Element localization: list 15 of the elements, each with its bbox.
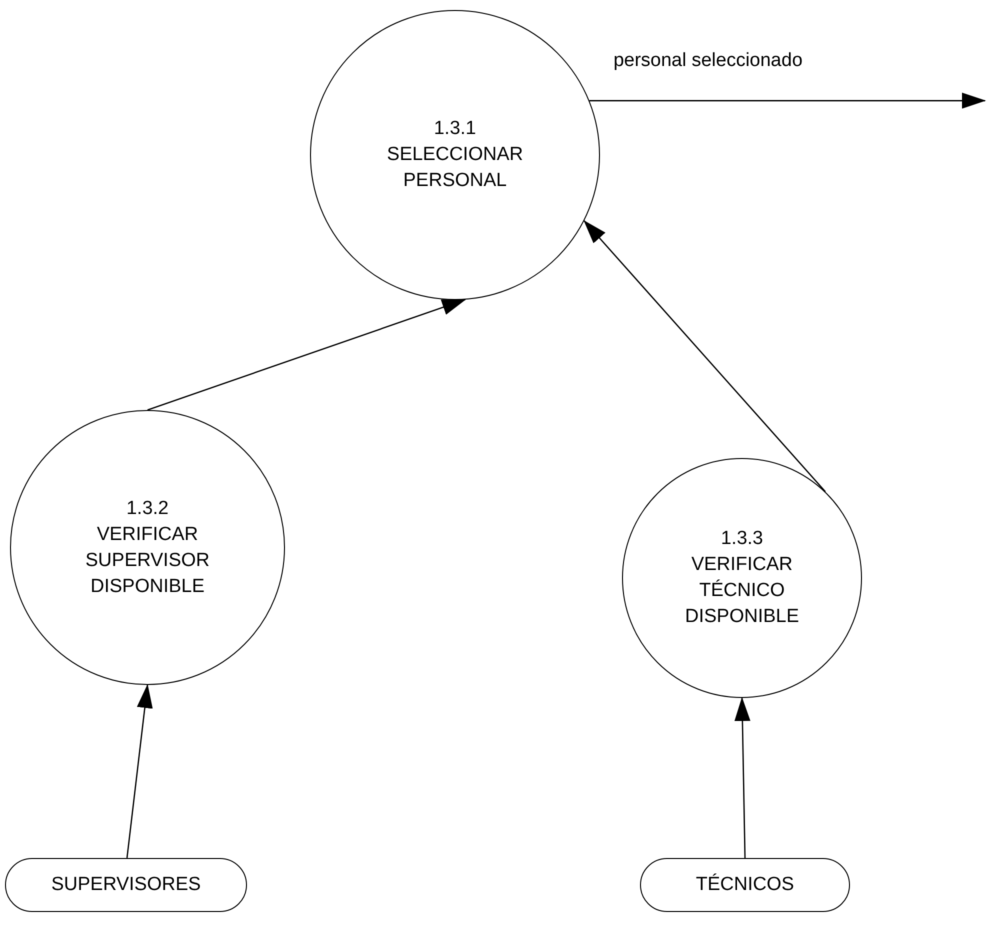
arrow (147, 299, 466, 411)
arrow (584, 220, 826, 492)
process-label: VERIFICAR SUPERVISOR DISPONIBLE (84, 522, 211, 598)
process-label: SELECCIONAR PERSONAL (386, 143, 524, 193)
process-number: 1.3.3 (720, 527, 764, 551)
arrow (589, 92, 986, 109)
process-label: SUPERVISORES (51, 873, 201, 897)
process-label: TÉCNICOS (696, 872, 794, 897)
process-number: 1.3.2 (126, 496, 169, 520)
process-number: 1.3.1 (434, 117, 476, 141)
process-label: VERIFICAR TÉCNICO DISPONIBLE (684, 553, 800, 629)
terminator-pill (5, 858, 247, 912)
arrow (126, 684, 153, 858)
arrow (734, 697, 750, 858)
terminator-pill (640, 858, 850, 912)
